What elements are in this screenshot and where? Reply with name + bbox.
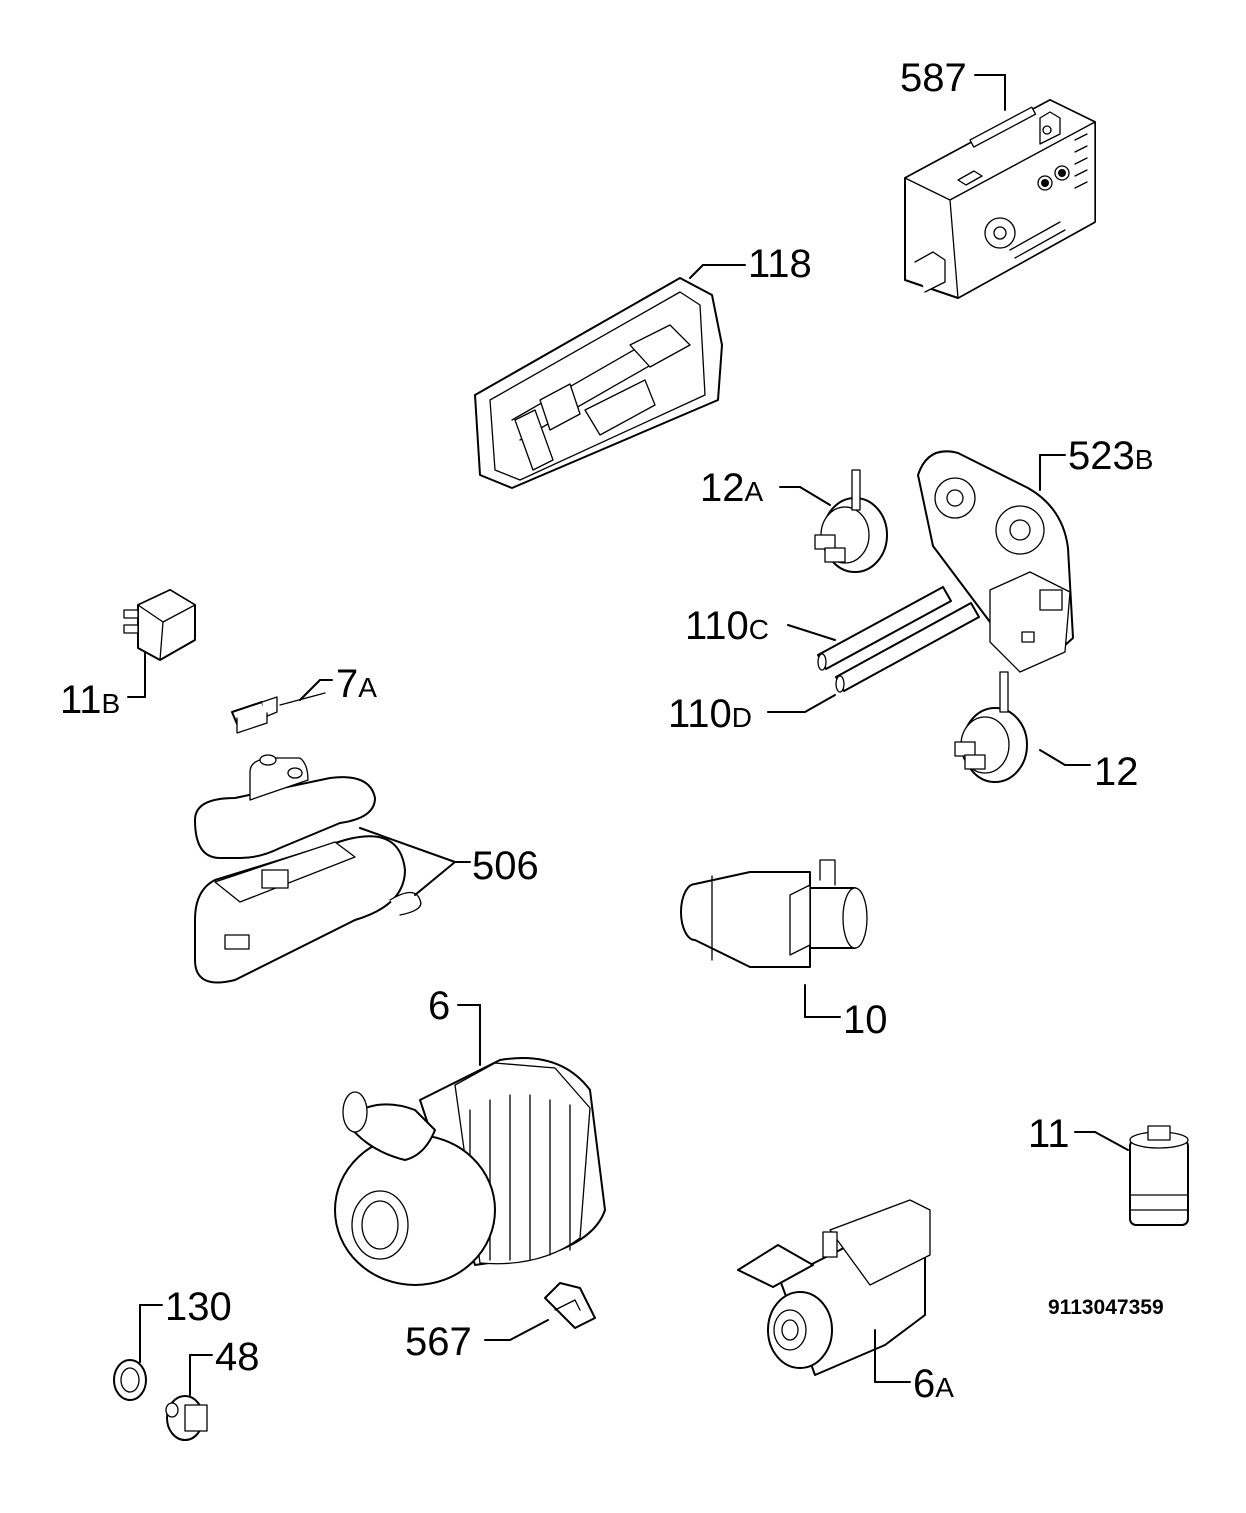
part-523b-hydraulic-block [917,450,1074,673]
part-118-dispenser [474,264,746,489]
part-506-salt-container [194,754,471,984]
label-48: 48 [215,1335,260,1379]
label-130: 130 [165,1285,232,1329]
label-11: 11 [1028,1112,1070,1156]
part-11b-relay [123,589,196,698]
label-11b: 11B [60,678,121,722]
part-587-control-module [904,74,1096,299]
part-11-capacitor [1074,1125,1189,1226]
label-7a: 7A [336,662,377,706]
label-110c: 110C [685,604,770,648]
part-6-circulation-pump [334,1004,606,1286]
label-118: 118 [748,242,812,286]
part-6a-drain-pump [737,1199,931,1383]
label-6a: 6A [913,1362,954,1406]
label-12: 12 [1094,750,1139,794]
part-130-seal [113,1304,163,1401]
part-7a-sensor [231,679,333,734]
label-523b: 523B [1068,434,1154,478]
drawing-code: 9113047359 [1048,1296,1164,1319]
part-10-heater [680,859,868,1018]
part-12a-pressure-switch [779,469,888,573]
label-110d: 110D [668,692,753,736]
part-110c-110d-hoses [767,586,980,713]
label-587: 587 [900,56,967,100]
label-6: 6 [428,984,451,1028]
label-10: 10 [843,998,888,1042]
label-567: 567 [405,1320,472,1364]
part-12-pressure-switch [954,671,1091,783]
part-48-plug [165,1354,213,1441]
part-567-clip [484,1282,596,1341]
label-506: 506 [472,844,539,888]
label-12a: 12A [700,466,764,510]
